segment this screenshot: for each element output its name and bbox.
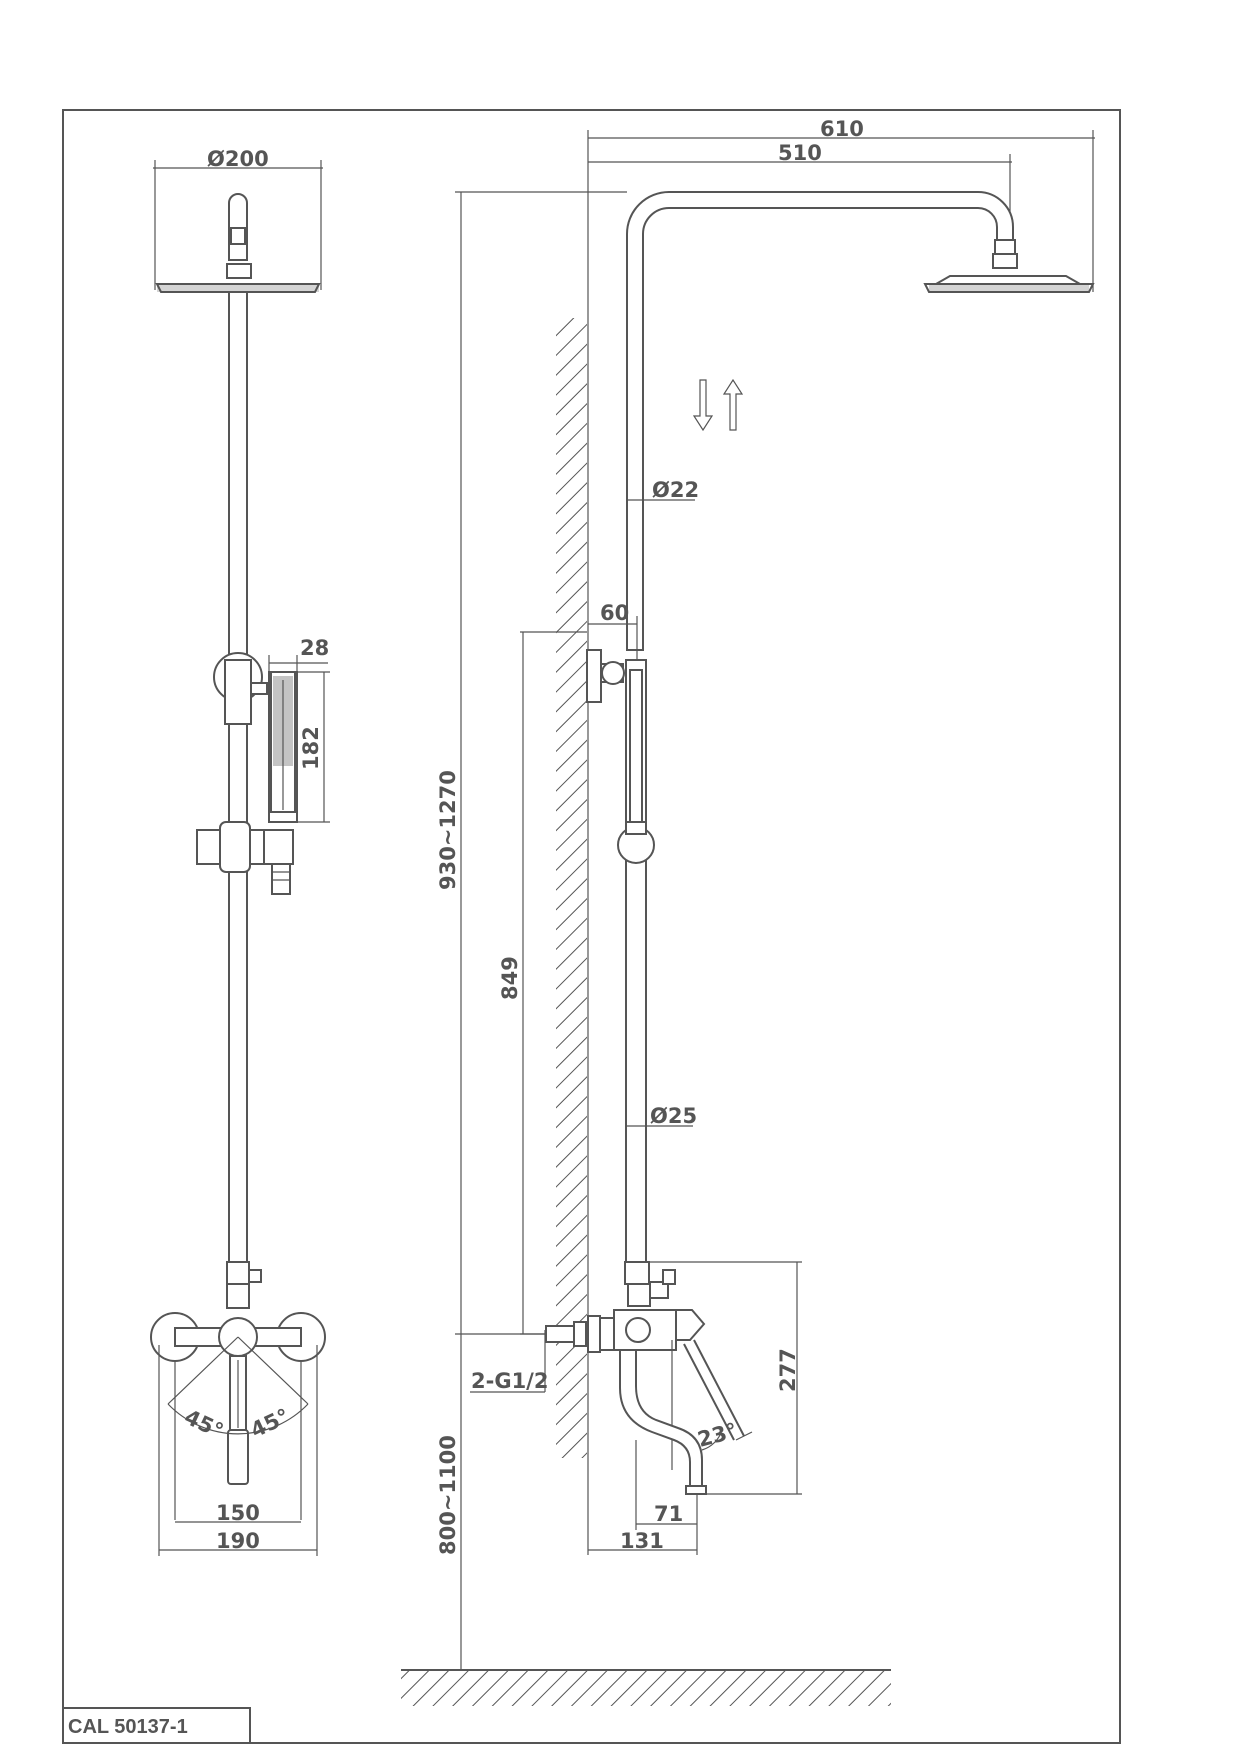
mixer-width-label: 190 [216,1529,260,1553]
mixer-front: 45° 45° [150,1312,326,1520]
spout-height-label: 277 [776,1348,800,1392]
wall-offset-dimension: 60 [588,601,638,660]
handshower-length-label: 182 [299,726,323,770]
side-view: 610 510 Ø22 [401,117,1095,1706]
spout-reach-label: 71 [654,1502,683,1526]
slider-side [617,821,655,864]
mixer-side: 23° [545,1261,753,1495]
riser-pipe-front [228,291,248,1263]
wall-section [556,318,587,1458]
arm-total-label: 610 [820,117,864,141]
handle-angle-right-label: 45° [247,1404,293,1443]
inlet-spacing-label: 150 [216,1501,260,1525]
slider-holder-front [196,821,294,895]
wall-bracket-side [586,649,625,703]
lower-pipe-diameter-dimension: Ø25 [626,1104,697,1128]
handshower-width-dimension: 28 [268,636,329,672]
title-block: CAL 50137-1 [63,1707,251,1743]
bracket-to-inlet-label: 849 [498,956,522,1000]
mixer-height-dimension: 800~1100 [436,1333,555,1670]
shower-arm-side [626,191,1018,651]
inlet-spacing-dimension: 150 [175,1501,301,1525]
lower-pipe-diameter-label: Ø25 [650,1104,697,1128]
hand-shower-front [268,671,298,823]
head-diameter-label: Ø200 [207,147,269,171]
head-diameter-dimension: Ø200 [153,147,323,290]
upper-pipe-diameter-label: Ø22 [652,478,699,502]
mixer-width-dimension: 190 [158,1345,318,1556]
connection-label: 2-G1/2 [471,1369,548,1393]
wall-bracket-front [213,652,268,725]
handle-angle-left-label: 45° [181,1405,227,1444]
upper-pipe-diameter-dimension: Ø22 [627,478,699,502]
wall-offset-label: 60 [600,601,629,625]
mixer-depth-label: 131 [620,1529,664,1553]
bracket-to-inlet-dimension: 849 [498,631,587,1335]
mixer-height-label: 800~1100 [436,1435,460,1555]
height-adjust-arrows [692,378,744,432]
front-view: Ø200 28 [150,147,330,1556]
arm-length-dimension: 510 [588,141,1012,232]
adjustable-height-label: 930~1270 [436,770,460,890]
handle-angle-label: 23° [695,1418,740,1451]
arm-length-label: 510 [778,141,822,165]
drawing-code: CAL 50137-1 [68,1716,188,1738]
adjustable-height-dimension: 930~1270 [436,191,627,1334]
connection-dimension: 2-G1/2 [470,1330,548,1393]
mixer-depth-dimension: 131 [588,1529,697,1553]
drawing-border [62,109,1121,1744]
shower-head-side [923,275,1095,293]
spout-height-dimension: 277 [649,1261,802,1495]
spout-reach-dimension: 71 [635,1440,698,1555]
floor-section [401,1670,891,1706]
handshower-length-dimension: 182 [297,671,330,823]
handshower-width-label: 28 [300,636,329,660]
diverter-front [226,1261,262,1309]
shower-head-front [155,283,321,293]
